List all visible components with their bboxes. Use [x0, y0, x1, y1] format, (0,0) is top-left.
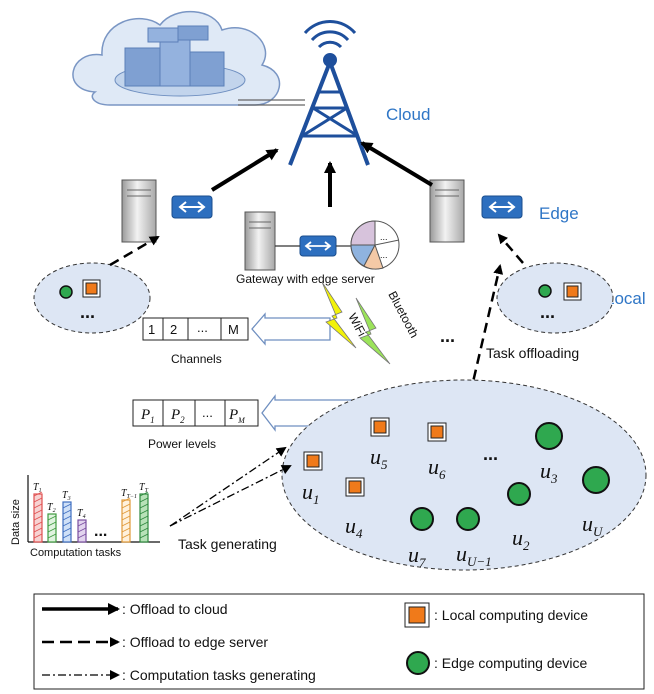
user-U: uU	[582, 466, 610, 539]
channel-cell-2: 2	[170, 322, 177, 337]
svg-text:...: ...	[80, 302, 95, 322]
user-7: u7	[408, 507, 434, 570]
router-icon-right	[481, 195, 523, 219]
edge-device-icon	[507, 482, 531, 506]
user-4: u4	[345, 477, 365, 541]
legend-edge-device-text: : Edge computing device	[434, 655, 588, 671]
svg-text:...: ...	[380, 250, 388, 260]
bluetooth-lightning-icon	[355, 297, 391, 365]
cell-tower-icon	[288, 20, 370, 166]
user-label: u5	[370, 444, 388, 472]
cloud-tower-link	[238, 99, 305, 106]
power-cell-3: ...	[202, 405, 213, 420]
channel-cell-3: ...	[197, 320, 208, 335]
task-bar-label-3: T3	[62, 490, 71, 502]
legend-edge-device-icon	[406, 651, 430, 675]
legend-generating-text: : Computation tasks generating	[122, 667, 316, 683]
wifi-lightning-icon	[321, 281, 357, 349]
task-bar-4	[77, 519, 87, 543]
legend-local-device-text: : Local computing device	[434, 607, 588, 623]
ellipsis-users: ...	[483, 444, 498, 464]
user-label: u3	[540, 458, 558, 486]
router-icon-gateway	[299, 235, 337, 257]
router-icon-left	[171, 195, 213, 219]
legend-edge-text: : Offload to edge server	[122, 634, 268, 650]
user-2: u2	[507, 482, 531, 553]
tasks-chart-ellipsis: ...	[94, 523, 107, 540]
task-offloading-label: Task offloading	[486, 345, 579, 361]
resource-pie-icon: ... ...	[350, 220, 400, 270]
tasks-chart-ylabel: Data size	[10, 499, 22, 545]
channel-cell-4: M	[228, 322, 239, 337]
power-levels-label: Power levels	[148, 437, 216, 451]
task-bar-label-6: TT	[139, 482, 149, 494]
cloud-icon	[72, 11, 281, 106]
edge-device-icon	[535, 422, 563, 450]
local-layer-label: Local	[605, 289, 646, 308]
task-bar-label-5: TT−1	[121, 488, 137, 500]
legend-cloud-text: : Offload to cloud	[122, 601, 228, 617]
task-bar-label-1: T1	[33, 482, 42, 494]
user-U−1: uU−1	[456, 507, 492, 569]
user-label: uU	[582, 511, 604, 539]
channels-box: 1 2 ... M	[142, 317, 249, 341]
channels-arrow	[251, 312, 331, 346]
user-label: u1	[302, 479, 320, 507]
edge-device-icon	[456, 507, 480, 531]
cloud-layer-label: Cloud	[386, 105, 430, 124]
task-bar-label-4: T4	[77, 508, 86, 520]
user-label: u6	[428, 454, 446, 482]
server-icon-left	[121, 179, 157, 243]
svg-text:...: ...	[380, 232, 388, 242]
user-label: u2	[512, 525, 530, 553]
task-generating-label: Task generating	[178, 536, 277, 552]
offload-to-edge-arrows	[109, 233, 524, 396]
power-cell-4: PM	[228, 407, 246, 425]
channels-label: Channels	[171, 352, 222, 366]
server-icon-right	[429, 179, 465, 243]
user-3: u3	[535, 422, 563, 486]
local-cluster-right: ...	[496, 262, 614, 334]
edge-device-icon	[410, 507, 434, 531]
ellipsis-middle: ...	[440, 326, 455, 346]
edge-device-icon	[582, 466, 610, 494]
power-cell-1: P1	[140, 407, 155, 425]
legend: : Offload to cloud : Offload to edge ser…	[33, 593, 645, 690]
local-cluster-left: ...	[33, 262, 151, 334]
gateway-label: Gateway with edge server	[236, 272, 375, 286]
user-5: u5	[370, 417, 390, 472]
channel-cell-1: 1	[148, 322, 155, 337]
power-cell-2: P2	[170, 407, 185, 425]
server-icon-gateway	[244, 211, 276, 271]
users-layer: u1 u5 u6 u4 u3 uU u2 u7 uU−1	[302, 417, 610, 570]
user-label: u7	[408, 542, 426, 570]
offload-to-cloud-arrows	[210, 141, 434, 207]
bluetooth-label: Bluetooth	[385, 289, 421, 340]
user-6: u6	[427, 422, 447, 482]
task-bar-label-2: T2	[47, 502, 56, 514]
user-1: u1	[302, 451, 323, 507]
edge-layer-label: Edge	[539, 204, 579, 223]
user-label: u4	[345, 513, 363, 541]
tasks-chart-xlabel: Computation tasks	[30, 547, 122, 559]
task-generating-arrows	[169, 446, 292, 527]
svg-text:...: ...	[540, 302, 555, 322]
user-label: uU−1	[456, 541, 492, 569]
power-levels-box: P1 P2 ... PM	[132, 399, 259, 427]
